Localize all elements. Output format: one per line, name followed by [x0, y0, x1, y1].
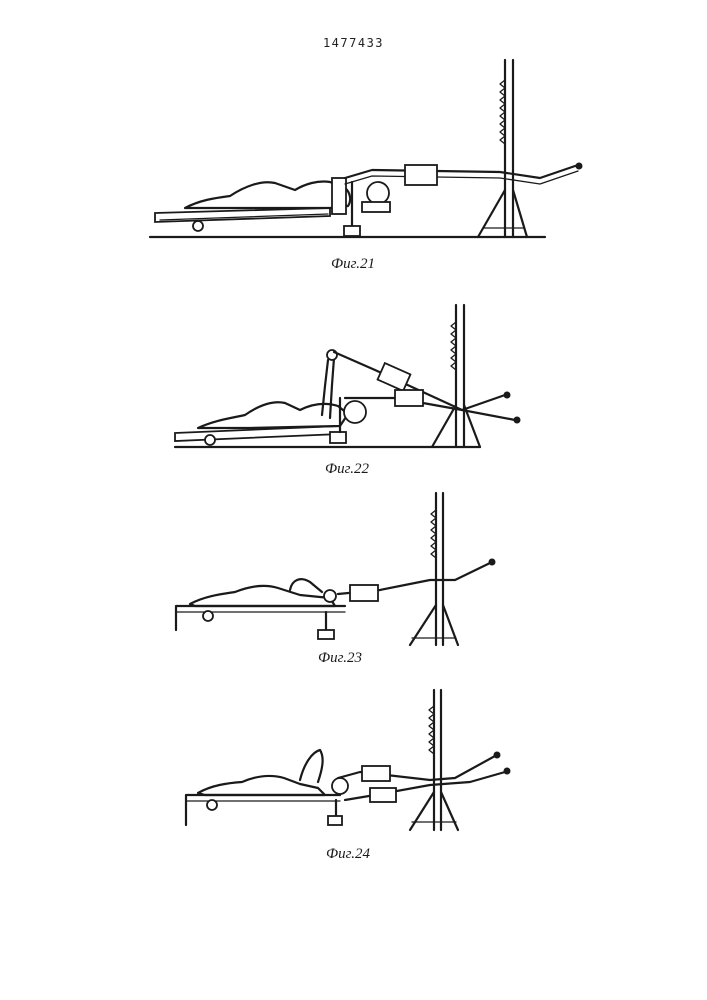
- bed-wheel: [203, 611, 213, 621]
- patient-body: [198, 402, 348, 428]
- head-rest: [362, 202, 390, 212]
- patient-body: [198, 776, 325, 795]
- stand-leg-left: [410, 605, 436, 645]
- stand-leg-right: [513, 190, 527, 237]
- figure-21-caption: Фиг.21: [331, 256, 375, 272]
- patient-body: [185, 181, 350, 208]
- patient-arm: [290, 579, 322, 592]
- pedal-weight: [344, 226, 360, 236]
- patient-arm: [330, 358, 334, 418]
- figure-22: Фиг.22: [175, 305, 520, 477]
- bed-wheel: [205, 435, 215, 445]
- beam-carriage: [350, 585, 378, 601]
- stand-leg-left: [478, 190, 505, 237]
- figure-21: Фиг.21: [150, 60, 582, 272]
- stand-leg-left: [410, 792, 434, 830]
- figure-23-caption: Фиг.23: [318, 650, 362, 666]
- bed-frame: [176, 606, 345, 630]
- figure-24-caption: Фиг.24: [326, 846, 370, 862]
- handle-knob-lower: [504, 768, 510, 774]
- figure-23: Фиг.23: [176, 493, 495, 666]
- stand-leg-right: [441, 792, 458, 830]
- lower-carriage: [395, 390, 423, 406]
- lower-carriage: [370, 788, 396, 802]
- handle-knob-upper: [494, 752, 500, 758]
- pedal-weight: [318, 630, 334, 639]
- rack-teeth: [431, 510, 436, 558]
- stand-leg-right: [443, 605, 458, 645]
- figure-22-caption: Фиг.22: [325, 461, 369, 477]
- handle-knob: [489, 559, 495, 565]
- bed-wheel: [207, 800, 217, 810]
- rack-teeth: [429, 706, 434, 754]
- handle-knob: [576, 163, 582, 169]
- patient-body: [190, 586, 335, 606]
- beam-carriage: [405, 165, 437, 185]
- handle-knob-lower: [514, 417, 520, 423]
- bed-wheel: [193, 221, 203, 231]
- upper-carriage: [378, 363, 411, 391]
- figure-24: Фиг.24: [186, 690, 510, 862]
- patient-head: [324, 590, 336, 602]
- patient-head: [332, 778, 348, 794]
- patient-raised-arm: [300, 750, 323, 782]
- handle-knob-upper: [504, 392, 510, 398]
- upper-carriage: [362, 766, 390, 781]
- shoulder-support: [332, 178, 346, 214]
- patient-head: [367, 182, 389, 204]
- patient-head: [344, 401, 366, 423]
- pedal-weight: [328, 816, 342, 825]
- stand-leg-left: [432, 405, 456, 447]
- rack-teeth: [451, 322, 456, 370]
- pedal-weight: [330, 432, 346, 443]
- patient-arm-back: [322, 360, 328, 415]
